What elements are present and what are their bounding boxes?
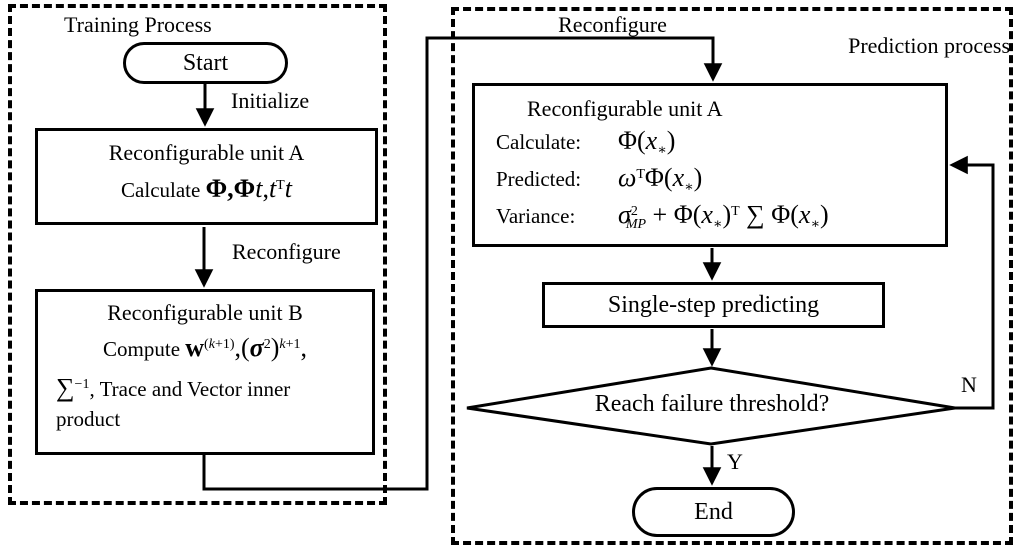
start-node: Start [123,42,288,84]
training-unit-b-node: Reconfigurable unit B Compute w(k+1),(σ2… [35,289,375,455]
training-unit-a-title: Reconfigurable unit A [108,140,305,165]
training-process-region [8,4,387,505]
single-step-predicting-label: Single-step predicting [607,291,820,318]
branch-label-yes: Y [727,449,743,474]
arrow-reconfigure-loop [202,36,723,491]
decision-node-label: Reach failure threshold? [594,391,830,417]
variance-formula: σ2MP + Φ(x∗)T ∑ Φ(x∗) [618,200,829,232]
training-unit-b-formula-line3: product [56,407,121,431]
edge-label-reconfigure-prediction: Reconfigure [558,12,667,37]
training-unit-b-title: Reconfigurable unit B [107,300,303,325]
training-unit-a-formula: Calculate Φ,Φt,tTt [121,174,292,203]
edge-label-initialize: Initialize [231,88,310,113]
prediction-calculate-row: Calculate: Φ(x∗) [475,122,945,159]
predicted-label: Predicted: [496,167,582,191]
calculate-formula: Φ(x∗) [618,126,676,158]
arrow-no-feedback [949,155,995,410]
training-unit-a-node: Reconfigurable unit A Calculate Φ,Φt,tTt [35,128,378,225]
variance-label: Variance: [496,204,576,228]
edge-label-reconfigure-training: Reconfigure [232,239,341,264]
predicted-formula: ωTΦ(x∗) [618,163,703,195]
training-unit-b-formula-line2: ∑−1, Trace and Vector inner [56,373,291,402]
end-node-label: End [694,498,733,525]
prediction-variance-row: Variance: σ2MP + Φ(x∗)T ∑ Φ(x∗) [475,196,945,233]
start-node-label: Start [182,49,229,76]
calculate-label: Calculate: [496,130,582,154]
decision-diamond [466,366,956,446]
single-step-predicting-node: Single-step predicting [542,282,885,328]
prediction-process-label: Prediction process [848,33,1010,58]
prediction-unit-a-title: Reconfigurable unit A [527,96,723,121]
prediction-predicted-row: Predicted: ωTΦ(x∗) [475,159,945,196]
training-process-label: Training Process [64,12,212,37]
end-node: End [632,487,795,537]
prediction-process-region [451,7,1013,545]
training-unit-b-formula-line1: Compute w(k+1),(σ2)k+1, [103,333,307,362]
prediction-unit-a-node: Reconfigurable unit A Calculate: Φ(x∗) Pr… [472,83,948,247]
branch-label-no: N [961,372,977,397]
